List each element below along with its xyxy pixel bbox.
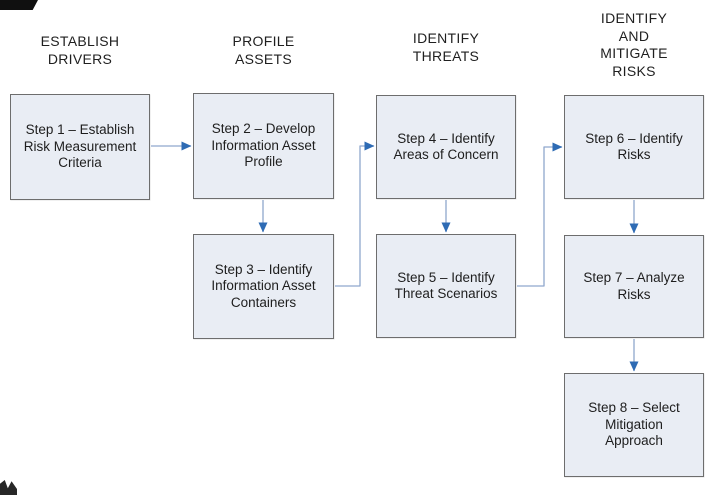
step-2-box: Step 2 – Develop Information Asset Profi… — [193, 93, 334, 199]
step-1-box: Step 1 – Establish Risk Measurement Crit… — [10, 94, 150, 200]
phase-header-identify-mitigate-risks: IDENTIFY AND MITIGATE RISKS — [600, 10, 668, 79]
step-7-box: Step 7 – Analyze Risks — [564, 235, 704, 338]
step-8-box: Step 8 – Select Mitigation Approach — [564, 373, 704, 477]
scan-artifact-bottom-left — [0, 480, 17, 495]
step-6-box: Step 6 – Identify Risks — [564, 95, 704, 199]
step-3-box: Step 3 – Identify Information Asset Cont… — [193, 234, 334, 339]
connector-step5-step6 — [517, 142, 563, 287]
step-4-box: Step 4 – Identify Areas of Concern — [376, 95, 516, 199]
connector-step3-step4 — [335, 141, 375, 287]
phase-header-identify-threats: IDENTIFY THREATS — [412, 30, 480, 64]
phase-header-establish-drivers: ESTABLISH DRIVERS — [40, 33, 120, 67]
phase-header-profile-assets: PROFILE ASSETS — [232, 33, 295, 67]
scan-artifact-top-left — [0, 0, 38, 10]
step-5-box: Step 5 – Identify Threat Scenarios — [376, 234, 516, 338]
